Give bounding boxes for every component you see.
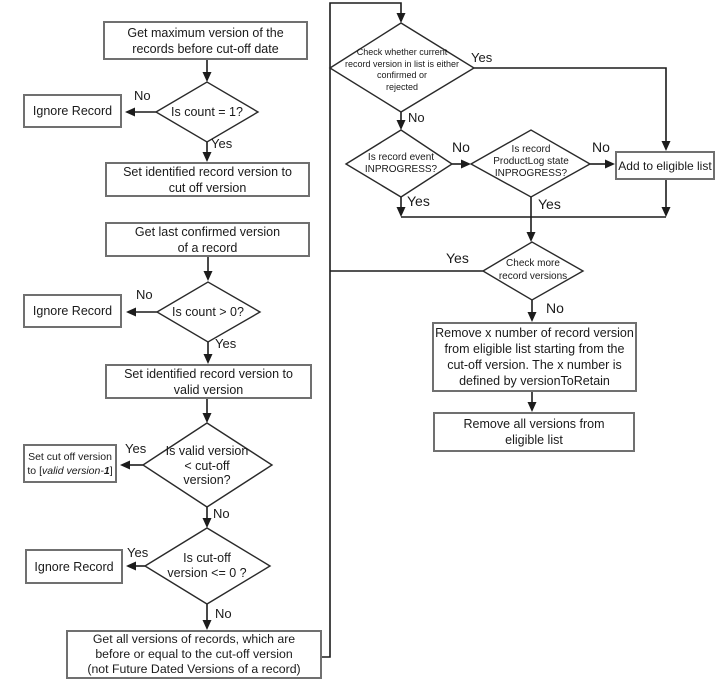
arrowhead-down — [526, 232, 536, 242]
edge-getall-to-check-loop — [322, 2, 402, 658]
arrowhead-down — [396, 207, 406, 217]
box-line: Ignore Record — [32, 104, 113, 118]
arrowhead-down — [396, 120, 406, 130]
edge-label-yes-record-event: Yes — [407, 193, 430, 209]
node-ignore-record-3: Ignore Record — [25, 549, 123, 584]
edge-label-no-is-valid-lt-cutoff: No — [213, 506, 230, 521]
node-ignore-record-2: Ignore Record — [23, 294, 122, 328]
box-line: before or equal to the cut-off version — [95, 647, 293, 661]
node-add-to-eligible-list: Add to eligible list — [615, 151, 715, 180]
box-line: cut off version — [168, 180, 247, 195]
text-fragment-italic: valid version- — [41, 464, 104, 477]
diamond-is-valid-lt-cutoff — [141, 422, 274, 508]
edge-label-no-check-more: No — [546, 300, 564, 316]
arrowhead-down — [202, 72, 212, 82]
text-fragment: ] — [109, 464, 113, 477]
node-remove-x-number: Remove x number of record version from e… — [432, 322, 637, 392]
edge-label-no-is-count-gt-0: No — [136, 287, 153, 302]
node-get-last-confirmed: Get last confirmed version of a record — [105, 222, 310, 257]
box-line: valid version — [173, 382, 244, 397]
edge-label-no-is-cutoff-le-0: No — [215, 606, 232, 621]
diamond-is-productlog-inprogress — [469, 129, 592, 198]
diamond-is-record-event-inprogress — [344, 129, 454, 198]
diamond-is-cutoff-le-0 — [143, 527, 272, 605]
box-line: Set cut off version — [28, 450, 112, 463]
edge-label-yes-check-more: Yes — [446, 250, 469, 266]
box-line: Ignore Record — [34, 559, 114, 574]
node-remove-all-versions: Remove all versions from eligible list — [433, 412, 635, 452]
edge-label-no-productlog: No — [592, 139, 610, 155]
diamond-is-count-gt-0 — [155, 281, 262, 343]
box-line: Get maximum version of the — [127, 25, 284, 40]
node-get-max-version: Get maximum version of the records befor… — [103, 21, 308, 60]
diamond-check-more-versions — [481, 241, 585, 301]
arrowhead-right — [461, 159, 471, 169]
arrowhead-down — [661, 141, 671, 151]
node-ignore-record-1: Ignore Record — [23, 94, 122, 128]
edge-label-no-is-count-1: No — [134, 88, 151, 103]
arrowhead-down — [202, 620, 212, 630]
box-line: (not Future Dated Versions of a record) — [87, 662, 301, 676]
box-line: Set identified record version to — [123, 164, 292, 179]
node-get-all-versions: Get all versions of records, which are b… — [66, 630, 322, 679]
box-line: of a record — [177, 240, 238, 255]
edge-label-yes-check-confirmed: Yes — [471, 50, 493, 65]
arrowhead-right — [605, 159, 615, 169]
box-line: eligible list — [505, 433, 563, 447]
arrowhead-down — [203, 271, 213, 281]
box-line: defined by versionToRetain — [459, 374, 610, 388]
box-line: records before cut-off date — [132, 41, 279, 56]
arrowhead-left — [120, 460, 130, 470]
edge-label-yes-productlog: Yes — [538, 196, 561, 212]
box-line: Ignore Record — [32, 304, 113, 318]
box-line: from eligible list starting from the — [444, 342, 625, 356]
box-line: Set identified record version to — [124, 366, 293, 381]
arrowhead-down — [202, 518, 212, 528]
arrowhead-down — [202, 152, 212, 162]
node-set-identified-cutoff: Set identified record version to cut off… — [105, 162, 310, 197]
box-line: Get all versions of records, which are — [92, 632, 296, 646]
box-line: Add to eligible list — [618, 158, 712, 173]
arrowhead-down — [527, 312, 537, 322]
edge-check-yes — [474, 67, 667, 141]
box-line: to [valid version-1] — [27, 464, 112, 478]
edge-label-no-record-event: No — [452, 139, 470, 155]
arrowhead-down — [661, 207, 671, 217]
arrowhead-down — [527, 402, 537, 412]
arrowhead-down — [203, 354, 213, 364]
arrowhead-down — [202, 413, 212, 423]
arrowhead-down — [396, 13, 406, 23]
box-line: Remove all versions from — [463, 417, 605, 431]
edge-label-yes-is-cutoff-le-0: Yes — [127, 545, 149, 560]
text-fragment-bold-italic: 1 — [103, 464, 110, 477]
arrowhead-left — [126, 307, 136, 317]
text-fragment: to [ — [27, 464, 42, 477]
arrowhead-left — [126, 561, 136, 571]
box-line: Remove x number of record version — [435, 326, 634, 340]
diamond-is-count-1 — [154, 81, 260, 143]
node-set-cutoff-to-valid-minus-1: Set cut off version to [valid version-1] — [23, 444, 117, 483]
edge-label-yes-is-valid-lt-cutoff: Yes — [125, 441, 147, 456]
arrowhead-left — [125, 107, 135, 117]
edge-label-yes-is-count-gt-0: Yes — [215, 336, 237, 351]
diamond-check-confirmed-rejected — [328, 22, 476, 113]
box-line: Get last confirmed version — [134, 224, 281, 239]
edge-label-no-check-confirmed: No — [408, 110, 425, 125]
box-line: cut-off version. The x number is — [447, 358, 622, 372]
node-set-identified-valid: Set identified record version to valid v… — [105, 364, 312, 399]
edge-label-yes-is-count-1: Yes — [211, 136, 233, 151]
